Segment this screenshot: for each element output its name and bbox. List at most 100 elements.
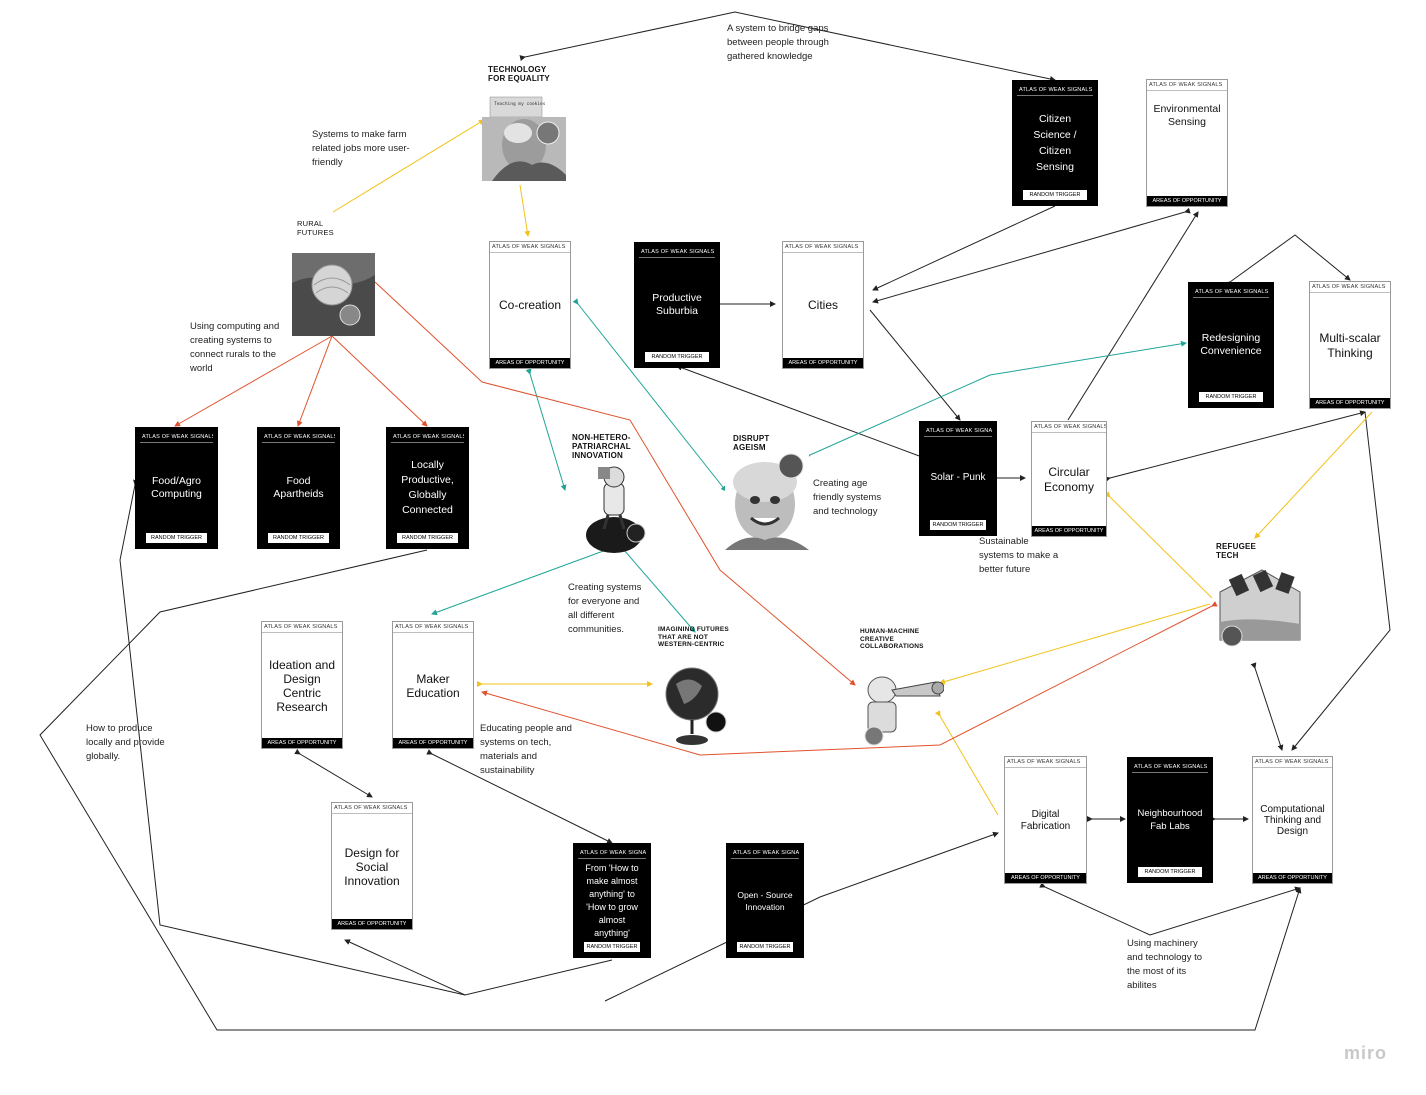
card-footer: AREAS OF OPPORTUNITY [1253, 873, 1332, 883]
card-how-to-grow[interactable]: ATLAS OF WEAK SIGNALS From 'How to make … [573, 843, 651, 958]
card-header: ATLAS OF WEAK SIGNALS [1253, 757, 1332, 768]
card-open-source-innovation[interactable]: ATLAS OF WEAK SIGNALS Open - Source Inno… [726, 843, 804, 958]
link-env-cities [872, 207, 1191, 304]
link-rural-foodapart [296, 335, 333, 427]
card-productive-suburbia[interactable]: ATLAS OF WEAK SIGNALS Productive Suburbi… [634, 242, 720, 368]
card-computational-thinking[interactable]: ATLAS OF WEAK SIGNALS Computational Thin… [1252, 756, 1333, 884]
note-produce-locally: How to produce locally and provide globa… [86, 723, 165, 762]
card-maker-education[interactable]: ATLAS OF WEAK SIGNALS Maker Education AR… [392, 621, 474, 749]
link-howto-dsi [344, 939, 613, 996]
card-footer: RANDOM TRIGGER [1138, 867, 1202, 877]
card-header: ATLAS OF WEAK SIGNALS [1147, 80, 1227, 91]
link-refugee-humanmachine [939, 603, 1211, 685]
link-multi-computational [1291, 411, 1391, 751]
card-header: ATLAS OF WEAK SIGNALS [391, 432, 464, 443]
card-title: From 'How to make almost anything' to 'H… [585, 862, 639, 938]
link-nonhetero-maker [431, 545, 612, 616]
link-cocreation-nonhetero [525, 368, 567, 491]
card-title: Redesigning Convenience [1200, 331, 1262, 357]
card-title: Open - Source Innovation [737, 889, 793, 912]
link-farm [332, 119, 485, 213]
card-footer: RANDOM TRIGGER [930, 520, 986, 530]
miro-logo: miro [1344, 1043, 1388, 1063]
card-food-agro-computing[interactable]: ATLAS OF WEAK SIGNALS Food/Agro Computin… [135, 427, 218, 549]
card-redesigning-convenience[interactable]: ATLAS OF WEAK SIGNALS Redesigning Conven… [1188, 282, 1274, 408]
note-farm-jobs: Systems to make farm related jobs more u… [312, 129, 410, 168]
card-food-apartheids[interactable]: ATLAS OF WEAK SIGNALS Food Apartheids RA… [257, 427, 340, 549]
card-header: ATLAS OF WEAK SIGNALS [332, 803, 412, 814]
protest-sign-text: Teaching my cookies [494, 101, 546, 107]
globe-image [662, 660, 728, 748]
card-title: Food Apartheids [273, 474, 324, 500]
signal-label-technology-for-equality: TECHNOLOGY FOR EQUALITY [488, 65, 550, 83]
card-digital-fabrication[interactable]: ATLAS OF WEAK SIGNALS Digital Fabricatio… [1004, 756, 1087, 884]
card-title: Ideation and Design Centric Research [268, 657, 336, 714]
link-circular-refugee [1104, 491, 1213, 599]
card-header: ATLAS OF WEAK SIGNALS [731, 848, 799, 859]
link-circular-multi [1104, 410, 1366, 483]
link-cities-solarpunk [869, 309, 961, 421]
card-footer: RANDOM TRIGGER [1023, 190, 1087, 200]
astronaut-figure [584, 463, 646, 553]
link-machinery [1039, 882, 1301, 936]
card-footer: RANDOM TRIGGER [146, 533, 207, 543]
card-title: Productive Suburbia [652, 291, 702, 317]
signal-label-human-machine: HUMAN-MACHINE CREATIVE COLLABORATIONS [860, 628, 924, 650]
card-footer: RANDOM TRIGGER [1199, 392, 1263, 402]
link-solarpunk-productive [676, 364, 931, 461]
card-circular-economy[interactable]: ATLAS OF WEAK SIGNALS Circular Economy A… [1031, 421, 1107, 537]
link-split-redesign-multi [1224, 234, 1351, 288]
card-header: ATLAS OF WEAK SIGNALS [1032, 422, 1106, 433]
card-title: Design for Social Innovation [344, 845, 400, 888]
card-header: ATLAS OF WEAK SIGNALS [924, 426, 992, 437]
card-title: Solar - Punk [930, 472, 986, 484]
link-circular-env [1067, 211, 1199, 421]
card-locally-productive[interactable]: ATLAS OF WEAK SIGNALS Locally Productive… [386, 427, 469, 549]
card-solar-punk[interactable]: ATLAS OF WEAK SIGNALS Solar - Punk RANDO… [919, 421, 997, 536]
signal-label-rural-futures: RURAL FUTURES [297, 219, 334, 237]
card-title: Food/Agro Computing [151, 474, 202, 500]
card-header: ATLAS OF WEAK SIGNALS [393, 622, 473, 633]
note-machinery: Using machinery and technology to the mo… [1127, 938, 1203, 991]
card-title: Multi-scalar Thinking [1319, 330, 1381, 360]
card-citizen-science[interactable]: ATLAS OF WEAK SIGNALS Citizen Science / … [1012, 80, 1098, 206]
link-multi-refugee [1254, 411, 1373, 539]
link-foodagro-loop [119, 479, 466, 996]
card-cities[interactable]: ATLAS OF WEAK SIGNALS Cities AREAS OF OP… [782, 241, 864, 369]
card-title: Cities [807, 298, 838, 312]
link-opensource-digifab [604, 831, 999, 1002]
link-produce-loop [39, 549, 1302, 1031]
note-educating: Educating people and systems on tech, ma… [480, 723, 572, 776]
card-footer: RANDOM TRIGGER [737, 942, 793, 952]
signal-label-refugee-tech: REFUGEE TECH [1216, 542, 1257, 560]
link-techeq-cocreation [519, 184, 531, 237]
card-footer: AREAS OF OPPORTUNITY [393, 738, 473, 748]
card-title: Neighbourhood Fab Labs [1137, 808, 1203, 832]
card-header: ATLAS OF WEAK SIGNALS [262, 432, 335, 443]
note-everyone: Creating systems for everyone and all di… [568, 582, 642, 635]
signal-label-imagining-futures: IMAGINING FUTURES THAT ARE NOT WESTERN-C… [658, 626, 729, 648]
technology-equality-photo: Teaching my cookies [482, 95, 566, 181]
card-multi-scalar-thinking[interactable]: ATLAS OF WEAK SIGNALS Multi-scalar Think… [1309, 281, 1391, 409]
card-environmental-sensing[interactable]: ATLAS OF WEAK SIGNALS Environmental Sens… [1146, 79, 1228, 207]
card-footer: RANDOM TRIGGER [268, 533, 329, 543]
note-sustainable: Sustainable systems to make a better fut… [979, 536, 1059, 575]
card-neighbourhood-fab-labs[interactable]: ATLAS OF WEAK SIGNALS Neighbourhood Fab … [1127, 757, 1213, 883]
card-footer: AREAS OF OPPORTUNITY [490, 358, 570, 368]
card-co-creation[interactable]: ATLAS OF WEAK SIGNALS Co-creation AREAS … [489, 241, 571, 369]
card-header: ATLAS OF WEAK SIGNALS [1005, 757, 1086, 768]
link-rural-foodagro [174, 335, 333, 427]
note-connect-rurals: Using computing and creating systems to … [190, 321, 280, 374]
card-footer: RANDOM TRIGGER [645, 352, 709, 362]
card-footer: AREAS OF OPPORTUNITY [1147, 196, 1227, 206]
card-design-social-innovation[interactable]: ATLAS OF WEAK SIGNALS Design for Social … [331, 802, 413, 930]
card-header: ATLAS OF WEAK SIGNALS [639, 247, 715, 258]
card-header: ATLAS OF WEAK SIGNALS [783, 242, 863, 253]
card-ideation-design-research[interactable]: ATLAS OF WEAK SIGNALS Ideation and Desig… [261, 621, 343, 749]
card-header: ATLAS OF WEAK SIGNALS [140, 432, 213, 443]
signal-label-non-hetero-patriarchal: NON-HETERO-PATRIARCHAL INNOVATION [572, 433, 631, 460]
card-title: Co-creation [498, 298, 562, 312]
card-title: Locally Productive, Globally Connected [401, 459, 454, 516]
